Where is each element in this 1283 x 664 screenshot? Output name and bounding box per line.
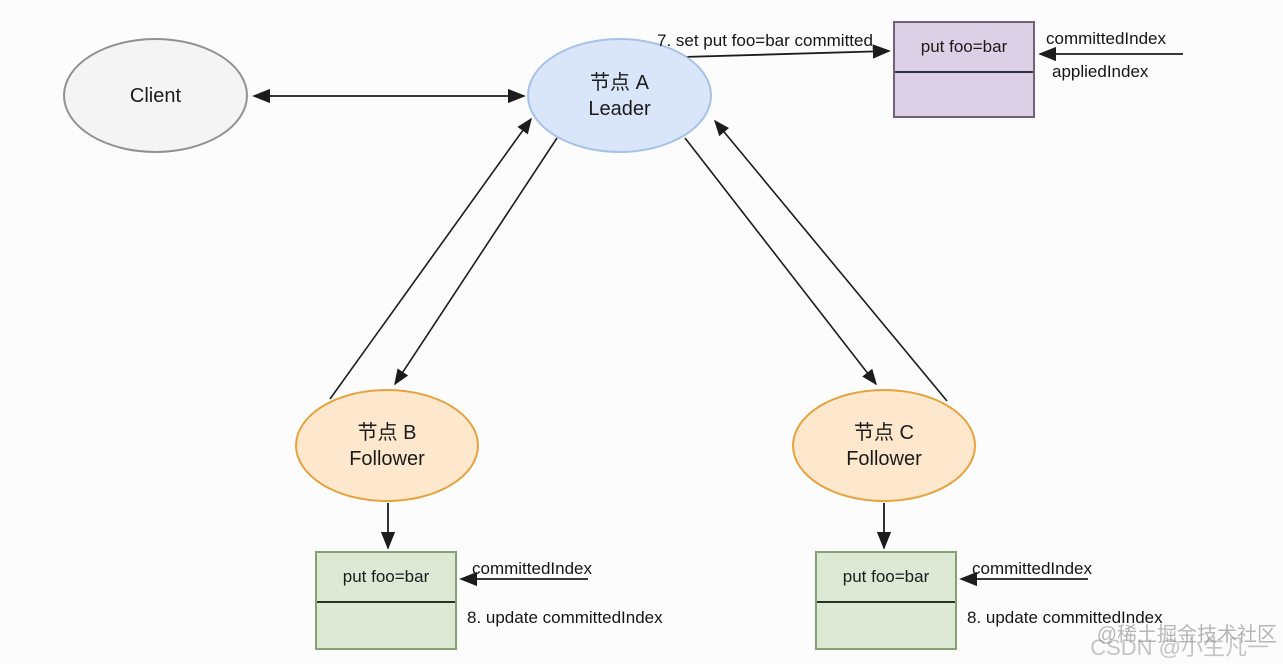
follower-c-log-empty-slot [817,603,955,648]
follower-c-committed-index-label: committedIndex [972,559,1092,578]
leader-node-role: Leader [588,97,651,120]
client-node: Client [63,38,248,153]
edge-leader-to-log [682,44,891,59]
follower-b-log-box: put foo=bar [315,551,457,650]
leader-node: 节点 A Leader [527,38,712,153]
follower-b-node: 节点 B Follower [295,389,479,502]
edge-leader-to-b [394,137,558,386]
leader-committed-index-label: committedIndex [1046,29,1166,48]
follower-c-node: 节点 C Follower [792,389,976,502]
edge-b-to-leader [329,117,532,400]
follower-b-log-empty-slot [317,603,455,648]
step7-label: 7. set put foo=bar committed [657,31,873,50]
follower-c-step8-label: 8. update committedIndex [967,608,1163,627]
follower-b-committed-index-label: committedIndex [472,559,592,578]
follower-c-node-name: 节点 C [854,421,914,444]
follower-b-log-entry: put foo=bar [317,553,455,603]
leader-log-box: put foo=bar [893,21,1035,118]
follower-b-node-role: Follower [349,447,425,470]
client-node-label: Client [129,84,182,107]
follower-c-node-role: Follower [846,447,922,470]
edge-c-to-leader [713,119,948,402]
edge-leader-to-c [684,137,877,386]
leader-log-empty-slot [895,73,1033,116]
follower-b-step8-label: 8. update committedIndex [467,608,663,627]
follower-b-node-name: 节点 B [357,421,417,444]
leader-log-entry: put foo=bar [895,23,1033,73]
follower-c-log-entry: put foo=bar [817,553,955,603]
follower-c-log-box: put foo=bar [815,551,957,650]
leader-applied-index-label: appliedIndex [1052,62,1149,81]
leader-node-name: 节点 A [590,71,649,94]
